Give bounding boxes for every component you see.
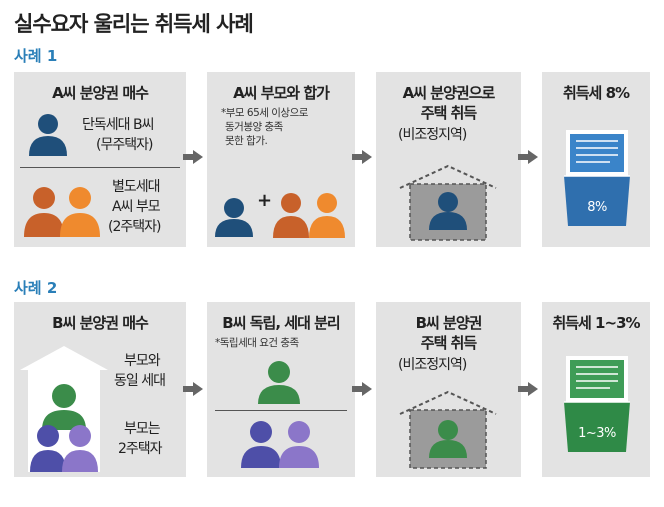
case1-box3-title1: A씨 분양권으로 — [402, 84, 496, 102]
tax-document-icon-2 — [564, 356, 630, 452]
case2-box1-line4: 2주택자 — [118, 441, 163, 457]
case1-box1-line5: (2주택자) — [108, 219, 161, 235]
case2-box2-title: B씨 독립, 세대 분리 — [222, 314, 340, 332]
case2-doc-value: 1~3% — [578, 426, 616, 441]
case1-box-acquire: A씨 분양권으로 주택 취득 (비조정지역) — [376, 72, 521, 247]
page-title: 실수요자 울리는 취득세 사례 — [14, 12, 254, 36]
case1-box2-title: A씨 부모와 합가 — [233, 84, 330, 102]
case2-box2-note1: *독립세대 요건 충족 — [215, 337, 299, 349]
case2-arrow-2 — [352, 382, 372, 396]
case1-box1-title: A씨 분양권 매수 — [52, 84, 149, 102]
case2-box-split: B씨 독립, 세대 분리 *독립세대 요건 충족 — [207, 302, 355, 477]
case2-box-tax: 취득세 1~3% 1~3% — [542, 302, 650, 477]
case2-box1-line2: 동일 세대 — [114, 373, 166, 389]
parents-purple-icon — [241, 421, 319, 468]
single-person-icon — [29, 114, 67, 156]
case1-arrow-2 — [352, 150, 372, 164]
case2-box-acquire: B씨 분양권 주택 취득 (비조정지역) — [376, 302, 521, 477]
case1-box1-line4: A씨 부모 — [112, 199, 161, 215]
case1-arrow-3 — [518, 150, 538, 164]
plus-sign: + — [257, 190, 272, 211]
parents-icon-2 — [273, 193, 345, 238]
case2-box3-title1: B씨 분양권 — [415, 314, 483, 332]
tax-document-icon — [564, 130, 630, 226]
case1-box1-line2: (무주택자) — [96, 137, 153, 153]
case1-box2-note2: 동거봉양 충족 — [225, 121, 283, 133]
person-b-icon — [258, 361, 300, 404]
case1-box3-sub: (비조정지역) — [398, 127, 467, 143]
parents-icon — [24, 187, 100, 237]
case1-box4-title: 취득세 8% — [562, 84, 630, 102]
case2-box1-line3: 부모는 — [124, 421, 161, 437]
case1-box3-title2: 주택 취득 — [420, 104, 477, 122]
case1-box1-divider — [20, 167, 180, 168]
case1-box1-line3: 별도세대 — [112, 179, 161, 195]
case1-box2-note3: 못한 합가. — [225, 135, 268, 147]
case2-box3-sub: (비조정지역) — [398, 357, 467, 373]
household-house-icon — [20, 346, 108, 472]
case2-box-purchase: B씨 분양권 매수 부모와 동일 세대 부모는 2주택자 — [14, 302, 186, 477]
case1-box1-line1: 단독세대 B씨 — [82, 117, 154, 133]
house-icon — [399, 164, 497, 241]
case2-arrow-1 — [183, 382, 203, 396]
case1-box2-note1: *부모 65세 이상으로 — [221, 107, 308, 119]
case2-box4-title: 취득세 1~3% — [552, 314, 640, 332]
case1-doc-value: 8% — [587, 200, 607, 215]
case1-box-tax: 취득세 8% 8% — [542, 72, 650, 247]
case2-label: 사례 2 — [14, 279, 58, 297]
person-a-icon — [215, 198, 253, 237]
case1-box-merge: A씨 부모와 합가 *부모 65세 이상으로 동거봉양 충족 못한 합가. + — [207, 72, 355, 247]
case1-label: 사례 1 — [14, 47, 58, 65]
case2-box1-title: B씨 분양권 매수 — [52, 314, 149, 332]
case2-box3-title2: 주택 취득 — [420, 334, 477, 352]
case1-arrow-1 — [183, 150, 203, 164]
case2-arrow-3 — [518, 382, 538, 396]
house-icon-2 — [399, 390, 497, 469]
case2-box2-divider — [215, 410, 347, 411]
case1-box-purchase: A씨 분양권 매수 단독세대 B씨 (무주택자) 별도세대 A씨 부모 (2주택… — [14, 72, 186, 247]
case2-box1-line1: 부모와 — [124, 353, 161, 369]
